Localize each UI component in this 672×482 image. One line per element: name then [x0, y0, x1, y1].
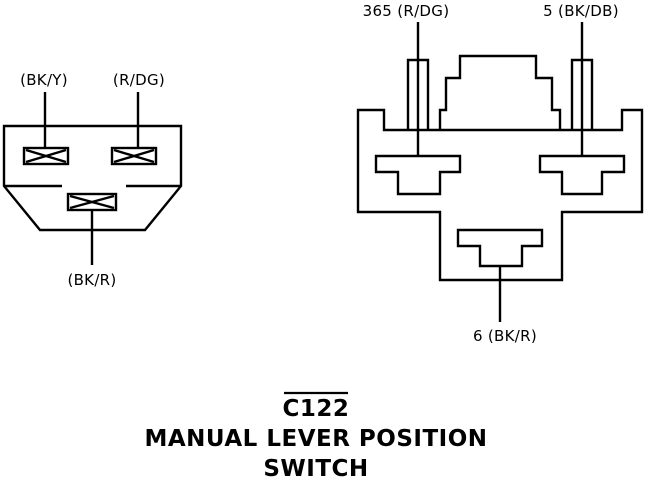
connector-id: C122 — [283, 396, 350, 422]
right-connector-body — [356, 108, 644, 282]
left-label-r-dg: (R/DG) — [113, 71, 165, 89]
right-terminal-left — [374, 154, 462, 196]
left-label-bk-y: (BK/Y) — [20, 71, 68, 89]
left-terminal-top-right — [110, 146, 158, 166]
right-label-5-bk-db: 5 (BK/DB) — [543, 2, 619, 20]
left-terminal-bottom — [66, 192, 118, 212]
right-terminal-right — [538, 154, 626, 196]
left-connector: (BK/Y) (R/DG) (BK/R) — [2, 71, 183, 289]
right-connector: 365 (R/DG) 5 (BK/DB) 6 (BK/R) — [356, 2, 644, 345]
caption: C122 MANUAL LEVER POSITION SWITCH — [144, 391, 487, 482]
right-terminal-bottom — [456, 228, 544, 268]
right-connector-key — [438, 54, 562, 130]
caption-line-1: MANUAL LEVER POSITION — [144, 426, 487, 452]
left-label-bk-r: (BK/R) — [67, 271, 116, 289]
right-label-6-bk-r: 6 (BK/R) — [473, 327, 537, 345]
right-label-365-r-dg: 365 (R/DG) — [363, 2, 450, 20]
left-terminal-top-left — [22, 146, 70, 166]
caption-line-2: SWITCH — [263, 456, 368, 482]
